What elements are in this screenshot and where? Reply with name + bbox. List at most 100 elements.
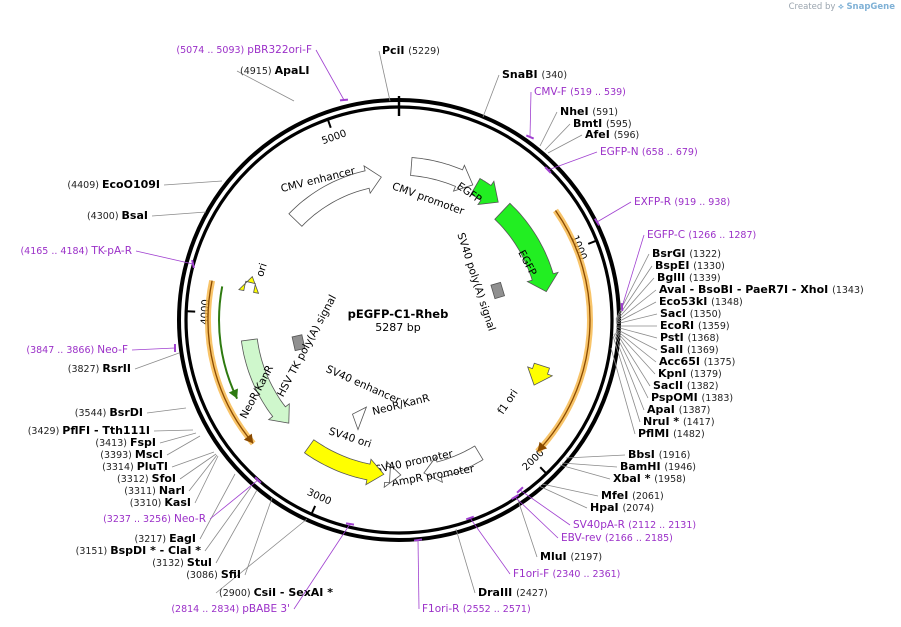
restriction-site-label[interactable]: ApaI (1387) <box>647 403 710 416</box>
primer-label[interactable]: F1ori-F (2340 .. 2361) <box>513 568 620 580</box>
site-position: (4915) <box>240 66 275 77</box>
restriction-site-label[interactable]: PciI (5229) <box>382 44 440 57</box>
site-position: (3413) <box>95 438 130 449</box>
restriction-site-label[interactable]: NruI * (1417) <box>643 415 715 428</box>
enzyme-name: BspDI * - ClaI * <box>110 544 201 557</box>
restriction-site-label[interactable]: (3827) RsrII <box>68 362 131 375</box>
site-leader <box>171 451 215 468</box>
restriction-site-label[interactable]: PflMI (1482) <box>638 427 705 440</box>
restriction-site-label[interactable]: BspEI (1330) <box>655 259 725 272</box>
restriction-site-label[interactable]: BsrGI (1322) <box>652 247 721 260</box>
primer-label[interactable]: (2814 .. 2834) pBABE 3' <box>171 603 290 615</box>
restriction-site-label[interactable]: (3310) KasI <box>130 496 191 509</box>
primer-label[interactable]: F1ori-R (2552 .. 2571) <box>422 603 531 615</box>
restriction-site-label[interactable]: NheI (591) <box>560 105 618 118</box>
restriction-site-label[interactable]: (3544) BsrDI <box>75 406 143 419</box>
site-position: (3429) <box>28 426 63 437</box>
restriction-site-label[interactable]: MluI (2197) <box>540 550 602 563</box>
site-leader <box>146 407 187 414</box>
restriction-site-label[interactable]: (3151) BspDI * - ClaI * <box>76 544 202 557</box>
primer-leader <box>135 250 194 265</box>
site-leader <box>612 335 641 423</box>
enzyme-name: BamHI <box>620 460 664 473</box>
primer-leader <box>529 91 532 138</box>
primer-name: Neo-R <box>174 513 206 525</box>
restriction-site-label[interactable]: (3311) NarI <box>124 484 185 497</box>
restriction-site-label[interactable]: (3393) MscI <box>100 448 163 461</box>
restriction-site-label[interactable]: BmtI (595) <box>573 117 632 130</box>
restriction-site-label[interactable]: SalI (1369) <box>660 343 719 356</box>
restriction-site-label[interactable]: DraIII (2427) <box>478 586 548 599</box>
primer-range: (519 .. 539) <box>570 87 626 98</box>
restriction-site-label[interactable]: (2900) CsiI - SexAI * <box>219 586 333 599</box>
restriction-site-label[interactable]: MfeI (2061) <box>601 489 664 502</box>
primer-name: TK-pA-R <box>90 245 132 257</box>
restriction-site-label[interactable]: (4300) BsaI <box>87 209 148 222</box>
restriction-site-label[interactable]: (3312) SfoI <box>117 472 176 485</box>
enzyme-name: XbaI * <box>613 472 654 485</box>
feature-neokan-inner-label: HSV TK poly(A) signal <box>275 293 339 399</box>
enzyme-name: NruI * <box>643 415 683 428</box>
restriction-site-label[interactable]: BbsI (1916) <box>628 448 690 461</box>
primer-label[interactable]: CMV-F (519 .. 539) <box>534 86 626 98</box>
enzyme-name: AvaI - BsoBI - PaeR7I - XhoI <box>659 283 832 296</box>
restriction-site-label[interactable]: KpnI (1379) <box>658 367 722 380</box>
size-tick-label: 3000 <box>305 487 333 507</box>
restriction-site-label[interactable]: PstI (1368) <box>660 331 719 344</box>
restriction-site-label[interactable]: SacII (1382) <box>653 379 718 392</box>
primer-label[interactable]: SV40pA-R (2112 .. 2131) <box>573 519 696 531</box>
restriction-site-label[interactable]: SnaBI (340) <box>502 68 567 81</box>
restriction-site-label[interactable]: Acc65I (1375) <box>659 355 735 368</box>
restriction-site-label[interactable]: BamHI (1946) <box>620 460 696 473</box>
feature-hsv-tk-polya <box>238 275 260 294</box>
restriction-site-label[interactable]: (4915) ApaLI <box>240 64 310 77</box>
restriction-site-label[interactable]: AfeI (596) <box>585 128 639 141</box>
primer-label[interactable]: EXFP-R (919 .. 938) <box>634 196 730 208</box>
primer-range: (2340 .. 2361) <box>553 569 621 580</box>
site-leader <box>204 486 252 552</box>
primer-name: pBABE 3' <box>242 603 290 615</box>
restriction-site-label[interactable]: (3429) PflFI - Tth111I <box>28 424 150 437</box>
restriction-site-label[interactable]: AvaI - BsoBI - PaeR7I - XhoI (1343) <box>659 283 864 296</box>
site-leader <box>615 313 658 325</box>
site-leader <box>615 330 656 375</box>
site-position: (1387) <box>679 405 711 416</box>
restriction-site-label[interactable]: PspOMI (1383) <box>651 391 733 404</box>
primer-label[interactable]: (5074 .. 5093) pBR322ori-F <box>176 44 312 56</box>
restriction-site-label[interactable]: (3314) PluTI <box>102 460 168 473</box>
site-leader <box>615 301 657 324</box>
site-leader <box>159 432 197 444</box>
primer-label[interactable]: (4165 .. 4184) TK-pA-R <box>20 245 132 257</box>
restriction-site-label[interactable]: Eco53kI (1348) <box>659 295 743 308</box>
restriction-site-label[interactable]: XbaI * (1958) <box>613 472 686 485</box>
site-leader <box>517 499 538 558</box>
site-leader <box>615 277 655 322</box>
restriction-site-label[interactable]: (4409) EcoO109I <box>67 178 160 191</box>
enzyme-name: PluTI <box>137 460 168 473</box>
primer-label[interactable]: EBV-rev (2166 .. 2185) <box>561 532 673 544</box>
enzyme-name: BsaI <box>122 209 148 222</box>
site-position: (1348) <box>711 297 743 308</box>
enzyme-name: MfeI <box>601 489 632 502</box>
primer-label[interactable]: EGFP-N (658 .. 679) <box>600 146 698 158</box>
primer-name: EBV-rev <box>561 532 605 544</box>
restriction-site-label[interactable]: HpaI (2074) <box>590 501 654 514</box>
site-leader <box>538 485 588 509</box>
primer-label[interactable]: (3237 .. 3256) Neo-R <box>103 513 206 525</box>
restriction-site-label[interactable]: SacI (1350) <box>660 307 721 320</box>
restriction-site-label[interactable]: (3086) SfiI <box>186 568 241 581</box>
plasmid-name: pEGFP-C1-Rheb <box>348 307 449 321</box>
restriction-site-label[interactable]: (3217) EagI <box>134 532 196 545</box>
restriction-site-label[interactable]: BglII (1339) <box>657 271 721 284</box>
restriction-sites: PciI (5229) SnaBI (340) NheI (591)BmtI (59… <box>28 44 864 599</box>
primer-name: F1ori-F <box>513 568 553 580</box>
primer-label[interactable]: EGFP-C (1266 .. 1287) <box>647 229 756 241</box>
site-leader <box>565 454 626 459</box>
primer-label[interactable]: (3847 .. 3866) Neo-F <box>26 344 128 356</box>
primer-range: (1266 .. 1287) <box>688 230 756 241</box>
site-leader <box>615 265 653 321</box>
restriction-site-label[interactable]: (3413) FspI <box>95 436 156 449</box>
restriction-site-label[interactable]: (3132) StuI <box>152 556 212 569</box>
restriction-site-label[interactable]: EcoRI (1359) <box>660 319 730 332</box>
